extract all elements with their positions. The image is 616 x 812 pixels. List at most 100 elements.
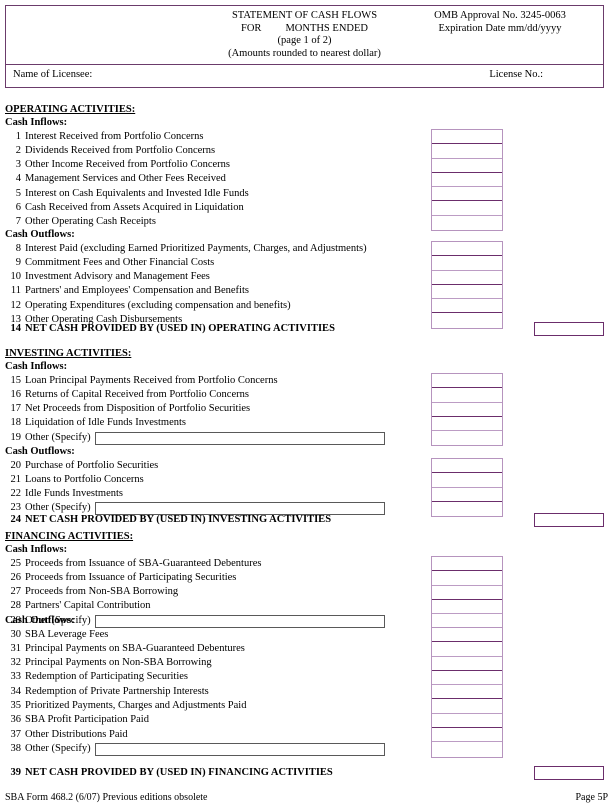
form-rounding-note: (Amounts rounded to nearest dollar)	[228, 47, 381, 59]
section-heading-operating: OPERATING ACTIVITIES:	[5, 104, 136, 115]
line-item-number: 6	[15, 202, 21, 213]
line-item-label: Proceeds from Issuance of Participating …	[25, 571, 237, 583]
amount-input-10[interactable]	[432, 270, 502, 285]
amount-input-2[interactable]	[432, 144, 502, 159]
line-item-number: 9	[15, 256, 21, 268]
line-item-label: Other (Specify)	[25, 742, 91, 754]
specify-input-29[interactable]	[95, 614, 385, 628]
line-item-number: 24	[10, 513, 22, 525]
line-item-label: Idle Funds Investments	[25, 488, 123, 500]
amount-input-36[interactable]	[432, 713, 502, 729]
amount-input-33[interactable]	[432, 670, 502, 686]
amount-input-4[interactable]	[432, 172, 502, 188]
line-item-number: 15	[10, 374, 22, 386]
line-item-label: SBA Leverage Fees	[25, 628, 109, 640]
line-item-label: Principal Payments on SBA-Guaranteed Deb…	[25, 642, 245, 654]
amount-input-27[interactable]	[432, 585, 502, 600]
net-cash-total-input-14[interactable]	[534, 322, 604, 336]
amount-input-3[interactable]	[432, 158, 502, 173]
amount-input-26[interactable]	[432, 571, 502, 586]
line-item-label: Other Operating Cash Disbursements	[25, 314, 183, 325]
footer-form-id: SBA Form 468.2 (6/07) Previous editions …	[5, 792, 208, 803]
section-heading-investing: INVESTING ACTIVITIES:	[5, 348, 132, 359]
amount-input-13[interactable]	[432, 313, 502, 328]
line-item-label: Loans to Portfolio Concerns	[25, 473, 144, 485]
amount-input-19[interactable]	[432, 431, 502, 446]
line-item-number: 18	[10, 417, 22, 429]
line-item-number: 1	[15, 130, 21, 142]
cash-outflows-label: Cash Outflows:	[5, 446, 75, 457]
amount-input-8[interactable]	[432, 242, 502, 257]
amount-input-17[interactable]	[432, 402, 502, 417]
amount-input-1[interactable]	[432, 130, 502, 145]
amount-input-23[interactable]	[432, 501, 502, 517]
amount-input-29[interactable]	[432, 614, 502, 629]
amount-input-9[interactable]	[432, 256, 502, 271]
specify-input-38[interactable]	[95, 742, 385, 756]
line-item-label: Investment Advisory and Management Fees	[25, 271, 210, 283]
line-item-label: Purchase of Portfolio Securities	[25, 459, 159, 471]
amount-input-30[interactable]	[432, 628, 502, 643]
specify-input-23[interactable]	[95, 502, 385, 516]
amount-input-5[interactable]	[432, 187, 502, 202]
amount-input-25[interactable]	[432, 557, 502, 572]
line-item-label: Partners' Capital Contribution	[25, 600, 151, 612]
line-item-label: Partners' and Employees' Compensation an…	[25, 285, 249, 297]
line-item-number: 28	[10, 600, 22, 612]
line-item-number: 29	[10, 614, 22, 626]
amount-box-stack-outflows	[431, 241, 503, 329]
line-item-label: Redemption of Participating Securities	[25, 671, 189, 683]
line-item-label: Other (Specify)	[25, 614, 91, 626]
net-cash-total-input-39[interactable]	[534, 766, 604, 780]
amount-input-18[interactable]	[432, 416, 502, 432]
line-item-number: 23	[10, 502, 22, 514]
amount-input-38[interactable]	[432, 742, 502, 757]
line-item-number: 5	[15, 187, 21, 199]
amount-input-34[interactable]	[432, 685, 502, 700]
amount-input-11[interactable]	[432, 284, 502, 300]
amount-input-6[interactable]	[432, 201, 502, 216]
amount-input-21[interactable]	[432, 473, 502, 488]
line-item-label: Prioritized Payments, Charges and Adjust…	[25, 700, 247, 711]
name-of-licensee-label: Name of Licensee:	[13, 69, 93, 80]
amount-input-22[interactable]	[432, 487, 502, 502]
license-no-label: License No.:	[489, 69, 543, 80]
amount-input-20[interactable]	[432, 459, 502, 474]
line-item-label: SBA Profit Participation Paid	[25, 714, 149, 726]
omb-approval-number: OMB Approval No. 3245-0063	[434, 10, 566, 21]
amount-input-31[interactable]	[432, 642, 502, 657]
omb-expiration-date: Expiration Date mm/dd/yyyy	[438, 22, 562, 34]
amount-input-32[interactable]	[432, 656, 502, 671]
line-item-label: Interest Received from Portfolio Concern…	[25, 130, 204, 142]
line-item-label: Other (Specify)	[25, 431, 91, 443]
line-item-number: 4	[15, 173, 21, 185]
amount-input-12[interactable]	[432, 299, 502, 314]
amount-input-15[interactable]	[432, 374, 502, 389]
amount-input-7[interactable]	[432, 215, 502, 231]
net-cash-total-input-24[interactable]	[534, 513, 604, 527]
amount-input-37[interactable]	[432, 728, 502, 743]
line-item-number: 33	[10, 671, 22, 683]
specify-input-19[interactable]	[95, 431, 385, 445]
line-item-number: 21	[10, 473, 22, 485]
amount-input-35[interactable]	[432, 699, 502, 714]
line-item-number: 7	[15, 216, 21, 228]
amount-input-16[interactable]	[432, 388, 502, 403]
amount-input-28[interactable]	[432, 599, 502, 615]
